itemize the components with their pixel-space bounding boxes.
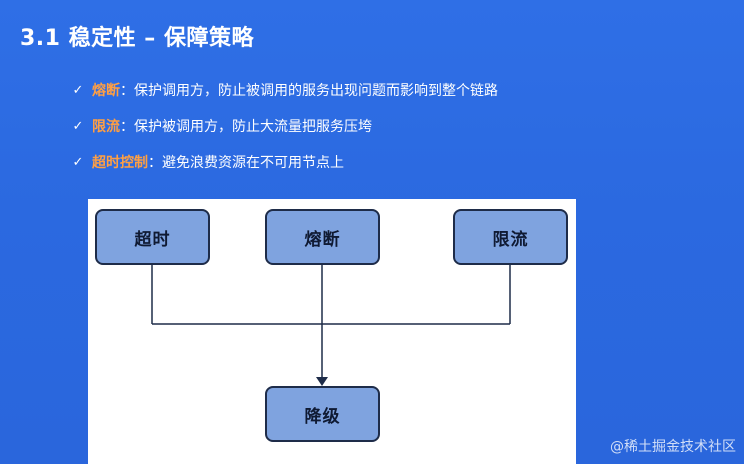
slide-title: 3.1 稳定性 – 保障策略 (20, 26, 254, 51)
node-xianliu: 限流 (453, 209, 568, 265)
node-chaoshi: 超时 (95, 209, 210, 265)
node-rongduan: 熔断 (265, 209, 380, 265)
bullet-text: ：保护被调用方，防止大流量把服务压垮 (120, 119, 372, 135)
diagram-connectors (151, 265, 511, 386)
strategy-diagram: 超时 熔断 限流 降级 (88, 199, 576, 464)
bullet-list: ✓ 熔断 ：保护调用方，防止被调用的服务出现问题而影响到整个链路 ✓ 限流 ：保… (72, 80, 672, 188)
node-jiangji: 降级 (265, 386, 380, 442)
bullet-label: 熔断 (92, 83, 120, 99)
check-icon: ✓ (72, 154, 84, 170)
bullet-text: ：避免浪费资源在不可用节点上 (148, 155, 344, 171)
bullet-item-chaoshi-kongzhi: ✓ 超时控制 ：避免浪费资源在不可用节点上 (72, 152, 672, 172)
watermark-credit: @稀土掘金技术社区 (610, 439, 736, 455)
bullet-item-rongduan: ✓ 熔断 ：保护调用方，防止被调用的服务出现问题而影响到整个链路 (72, 80, 672, 100)
arrow-head-icon (316, 377, 328, 386)
bullet-text: ：保护调用方，防止被调用的服务出现问题而影响到整个链路 (120, 83, 498, 99)
check-icon: ✓ (72, 118, 84, 134)
bullet-label: 限流 (92, 119, 120, 135)
check-icon: ✓ (72, 82, 84, 98)
bullet-item-xianliu: ✓ 限流 ：保护被调用方，防止大流量把服务压垮 (72, 116, 672, 136)
bullet-label: 超时控制 (92, 155, 148, 171)
